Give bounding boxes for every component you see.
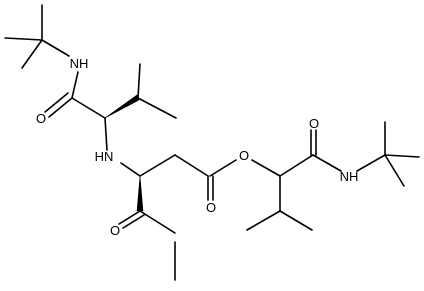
bond bbox=[139, 210, 176, 234]
bond bbox=[118, 210, 141, 225]
tert-butyl-group-right bbox=[356, 121, 420, 187]
bond bbox=[120, 162, 141, 177]
bond bbox=[122, 214, 145, 229]
bond bbox=[41, 39, 70, 57]
atom-label-nh-top: NH bbox=[70, 56, 89, 71]
bond bbox=[279, 210, 313, 231]
atom-label-nh-right: NH bbox=[340, 169, 359, 184]
atom-label-o-amide-right: O bbox=[309, 116, 319, 131]
isopropyl-group-right bbox=[246, 159, 313, 231]
bond bbox=[137, 63, 141, 99]
bond bbox=[104, 117, 108, 151]
bond bbox=[246, 210, 281, 231]
bond bbox=[71, 71, 79, 99]
atom-label-o-ester-double: O bbox=[206, 200, 216, 215]
methyl-ester-group bbox=[118, 175, 176, 281]
atom-label-hn-central: HN bbox=[95, 149, 114, 164]
stereo-wedge-bond bbox=[104, 94, 140, 119]
tert-butyl-group-top bbox=[4, 4, 70, 69]
bond bbox=[48, 97, 73, 118]
bond bbox=[312, 154, 342, 172]
bond bbox=[137, 97, 177, 119]
bond bbox=[384, 154, 405, 187]
bond bbox=[356, 154, 386, 172]
amide-group-top bbox=[44, 71, 106, 119]
atom-label-o-ester-bridge: O bbox=[239, 148, 249, 163]
bond bbox=[71, 97, 106, 119]
atom-label-o-amide-top: O bbox=[36, 111, 46, 126]
bond bbox=[251, 159, 281, 177]
isopropyl-group-top bbox=[104, 63, 177, 119]
bond bbox=[44, 92, 69, 113]
bond bbox=[139, 154, 176, 177]
bond bbox=[174, 154, 209, 177]
bond bbox=[384, 154, 420, 158]
atom-label-o-ester-methyl: O bbox=[110, 223, 120, 238]
stereo-wedge-bond bbox=[136, 175, 144, 212]
aspartate-backbone bbox=[139, 154, 237, 201]
amide-group-right bbox=[279, 129, 342, 177]
bond bbox=[279, 154, 314, 177]
bond bbox=[21, 39, 43, 69]
bond bbox=[4, 37, 43, 41]
bond bbox=[209, 159, 237, 177]
